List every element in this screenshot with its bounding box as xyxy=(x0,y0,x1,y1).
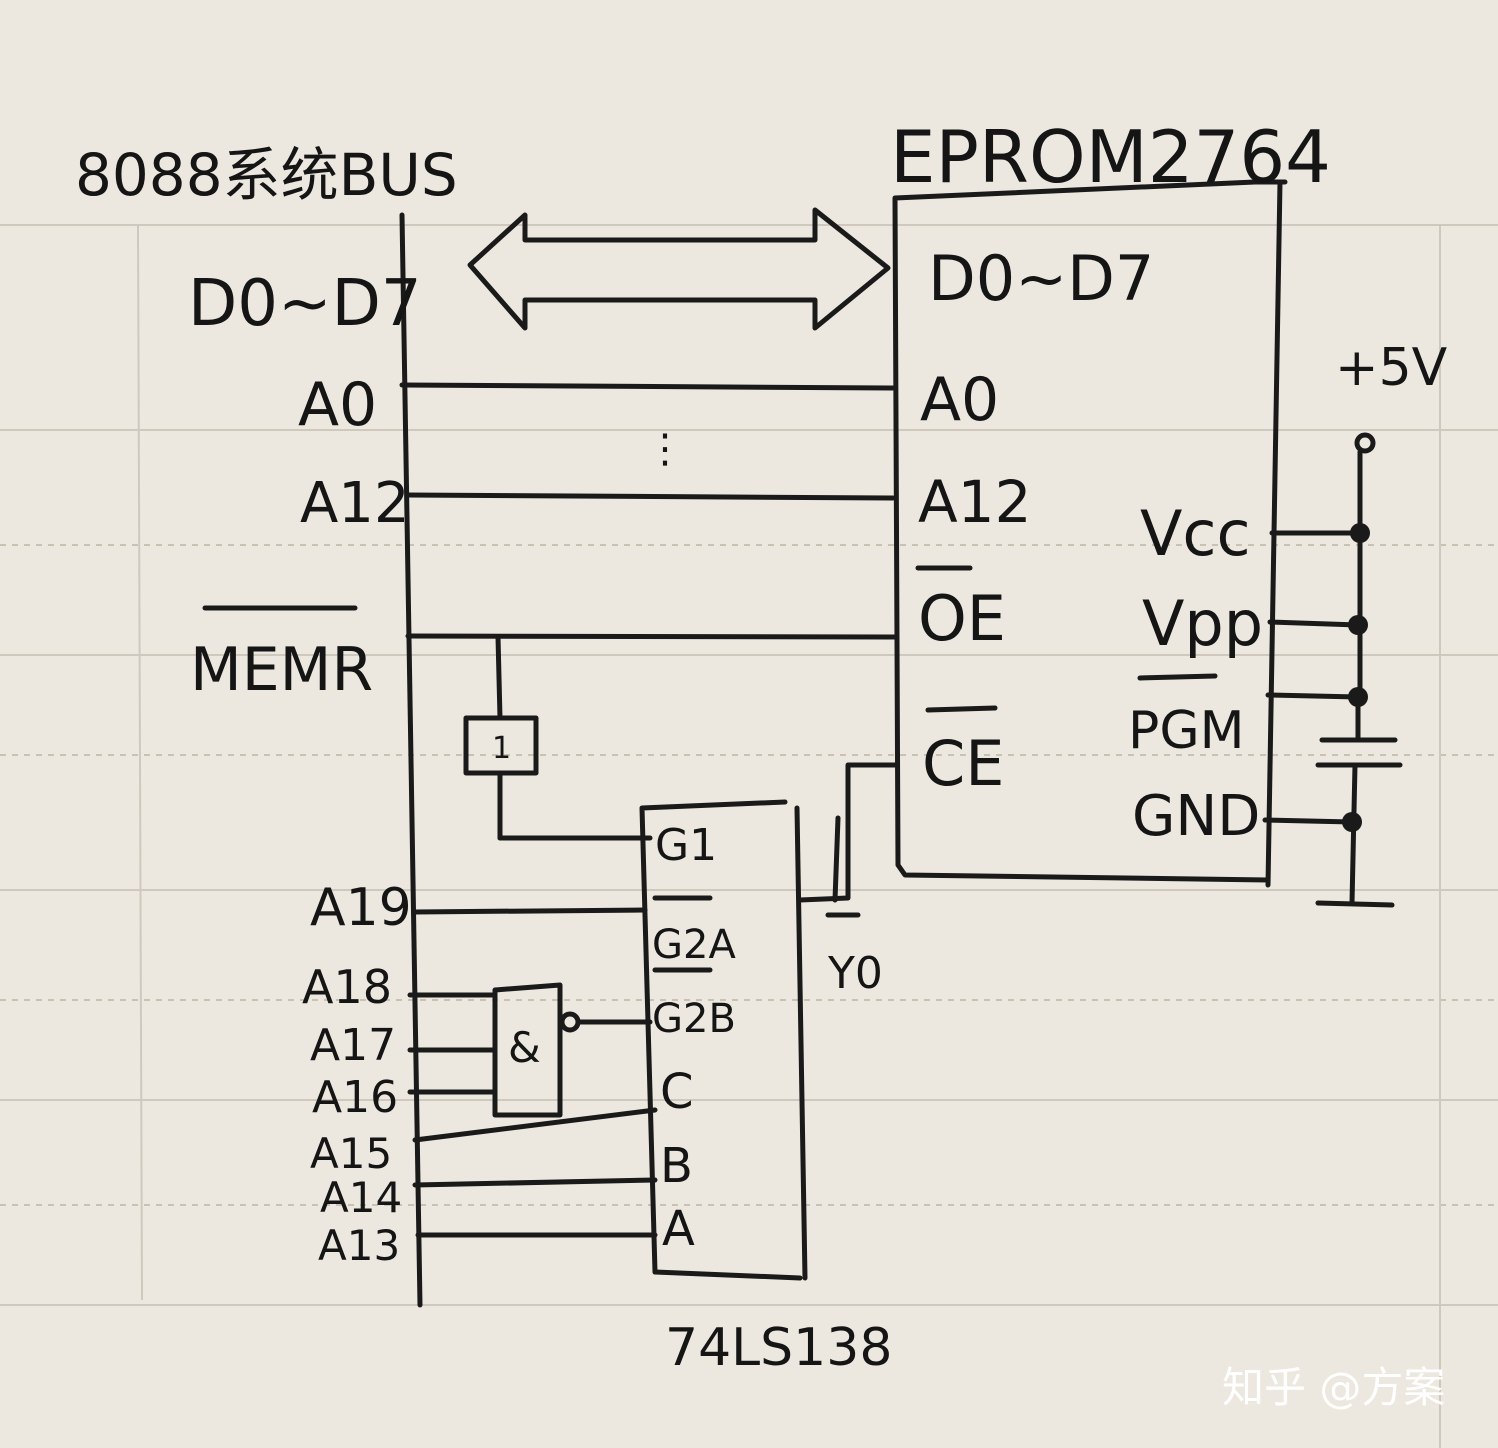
bus-a18-label: A18 xyxy=(302,960,392,1014)
ground-symbol xyxy=(1315,900,1395,908)
bus-a0-label: A0 xyxy=(298,370,377,440)
pgm-overbar xyxy=(1137,673,1218,681)
watermark: 知乎 @方案 xyxy=(1222,1363,1445,1412)
power-label: +5V xyxy=(1335,338,1448,398)
eprom-a0-label: A0 xyxy=(920,365,999,435)
eprom-gnd-label: GND xyxy=(1132,784,1260,849)
a14-wire xyxy=(412,1177,658,1188)
bus-memr-label: MEMR xyxy=(190,635,373,705)
address-ellipsis: ⋮ xyxy=(645,426,685,472)
eprom-vcc-label: Vcc xyxy=(1140,497,1251,570)
nand-gate xyxy=(492,982,563,1118)
data-bus-arrow xyxy=(467,207,891,331)
a0-wire xyxy=(399,382,896,391)
bus-line xyxy=(399,212,423,1308)
bus-a14-label: A14 xyxy=(320,1173,402,1222)
a15-wire xyxy=(412,1107,658,1143)
bus-data-label: D0~D7 xyxy=(188,267,422,341)
paper-grid xyxy=(0,224,1498,1448)
decoder-b-label: B xyxy=(660,1138,693,1194)
pgm-wire xyxy=(1265,692,1361,700)
decoder-g2a-label: G2A xyxy=(652,922,736,968)
ground-rail xyxy=(1349,762,1358,906)
nand-label: & xyxy=(508,1023,541,1072)
decoder-g1-label: G1 xyxy=(655,820,717,871)
ce-overbar xyxy=(925,705,998,713)
eprom-a12-label: A12 xyxy=(918,468,1031,536)
memr-branch xyxy=(495,634,503,721)
memr-wire xyxy=(405,633,898,640)
decoder-box xyxy=(639,799,808,1281)
bus-a19-label: A19 xyxy=(310,878,412,938)
a12-wire xyxy=(405,492,896,501)
bus-a15-label: A15 xyxy=(310,1129,392,1178)
vpp-wire xyxy=(1267,619,1361,628)
inverter-label: 1 xyxy=(492,731,511,766)
decoder-title: 74LS138 xyxy=(665,1318,892,1378)
decoder-c-label: C xyxy=(660,1064,694,1120)
vcc-junction xyxy=(1350,523,1370,543)
eprom-data-label: D0~D7 xyxy=(928,242,1154,315)
power-terminal xyxy=(1354,432,1376,454)
eprom-vpp-label: Vpp xyxy=(1142,587,1263,660)
eprom-oe-label: OE xyxy=(918,582,1006,655)
eprom-ce-label: CE xyxy=(922,727,1004,800)
eprom-pgm-label: PGM xyxy=(1128,701,1245,761)
decoder-a-label: A xyxy=(662,1201,695,1257)
y0-ce-wire xyxy=(797,762,898,903)
gnd-junction xyxy=(1342,812,1362,832)
gnd-wire xyxy=(1262,817,1355,825)
vpp-junction xyxy=(1348,615,1368,635)
decoder-y0-label: Y0 xyxy=(827,948,883,999)
bus-a17-label: A17 xyxy=(310,1020,396,1071)
decoder-g2b-label: G2B xyxy=(652,996,736,1042)
eprom-title: EPROM2764 xyxy=(890,115,1331,199)
a19-wire xyxy=(412,907,648,915)
bus-title: 8088系统BUS xyxy=(75,141,458,209)
bus-a13-label: A13 xyxy=(318,1221,400,1270)
bus-a12-label: A12 xyxy=(300,471,410,536)
bus-a16-label: A16 xyxy=(312,1072,398,1123)
y0-wire-tail xyxy=(832,815,841,903)
